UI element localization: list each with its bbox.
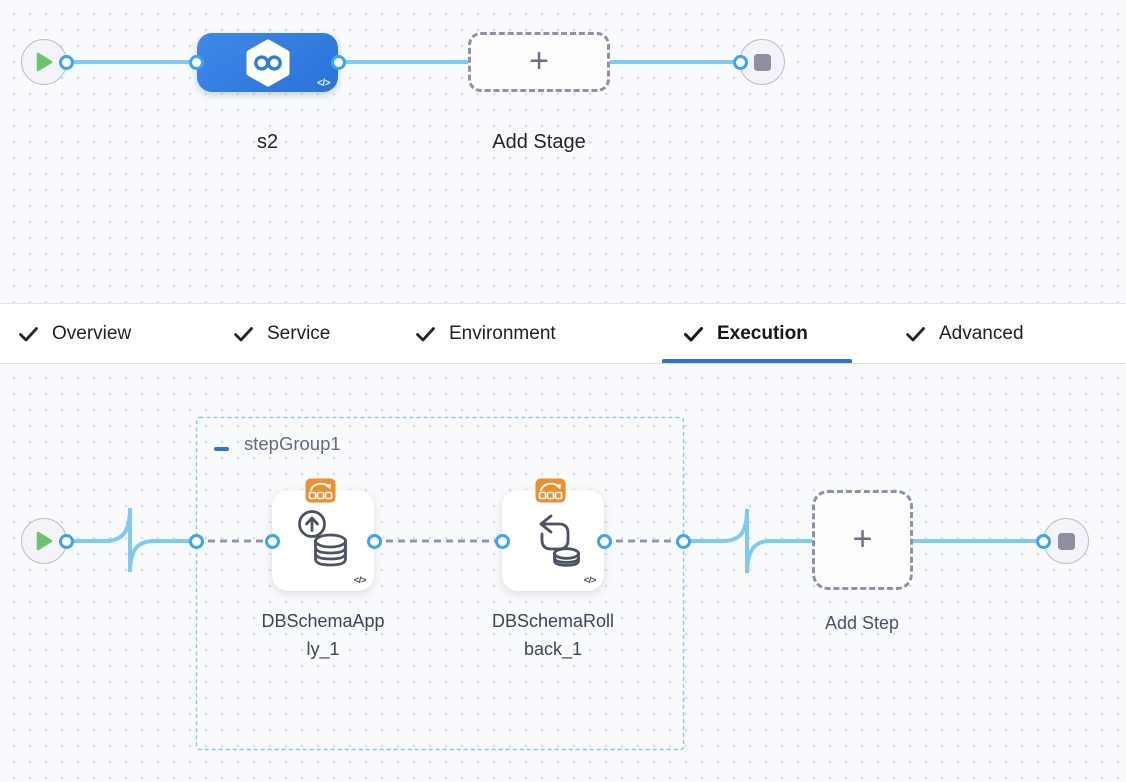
- code-toggle-icon[interactable]: </>: [317, 78, 330, 89]
- db-schema-apply-icon: [298, 510, 347, 567]
- tab-label: Environment: [449, 322, 556, 344]
- connector-port: [188, 533, 204, 549]
- connector-port: [188, 54, 204, 70]
- plus-icon: +: [852, 519, 873, 558]
- harness-cd-stage-icon: [246, 39, 289, 86]
- db-schema-rollback-icon: [539, 514, 580, 567]
- step-label-dbschemarollback: DBSchemaRollback_1: [491, 611, 615, 659]
- check-icon: [906, 326, 925, 341]
- tab-environment[interactable]: Environment: [415, 304, 556, 363]
- connector-port: [330, 54, 346, 70]
- stage-end-node: [739, 39, 785, 85]
- check-icon: [416, 326, 435, 341]
- check-icon: [234, 326, 253, 341]
- step-group-name: stepGroup1: [244, 433, 341, 454]
- looping-strategy-badge: [535, 478, 566, 503]
- connector-port: [494, 533, 510, 549]
- play-icon: [36, 531, 53, 551]
- step-node-dbschemaapply[interactable]: </>: [272, 478, 374, 591]
- stop-icon: [753, 53, 771, 71]
- add-step-label: Add Step: [824, 613, 900, 633]
- check-icon: [684, 326, 703, 341]
- tab-overview[interactable]: Overview: [18, 304, 131, 363]
- tab-advanced[interactable]: Advanced: [905, 304, 1024, 363]
- looping-strategy-badge: [305, 478, 336, 503]
- tab-label: Service: [267, 322, 331, 344]
- connector-port: [58, 533, 74, 549]
- tab-label: Overview: [52, 322, 132, 344]
- step-node-dbschemarollback[interactable]: </>: [502, 478, 604, 591]
- check-icon: [19, 326, 38, 341]
- connector-port: [675, 533, 691, 549]
- add-stage-button[interactable]: +: [468, 32, 610, 92]
- connector-port: [732, 54, 748, 70]
- execution-end-node: [1043, 518, 1089, 564]
- tab-label: Advanced: [939, 322, 1024, 344]
- stage-label: s2: [256, 131, 279, 153]
- stage-config-tabbar: Overview Service Environment Execution A: [0, 303, 1126, 364]
- connector-port: [596, 533, 612, 549]
- stage-canvas: </> + s2 Add Stage: [0, 0, 1126, 303]
- plus-icon: +: [529, 41, 549, 80]
- tab-service[interactable]: Service: [233, 304, 330, 363]
- tab-label: Execution: [717, 322, 808, 344]
- active-tab-underline: [662, 359, 852, 363]
- tab-execution[interactable]: Execution: [683, 304, 808, 363]
- stage-node-s2[interactable]: </>: [197, 33, 338, 92]
- code-toggle-icon[interactable]: </>: [583, 575, 597, 586]
- step-group-header[interactable]: stepGroup1: [214, 433, 341, 455]
- play-icon: [36, 52, 53, 72]
- stop-icon: [1057, 532, 1075, 550]
- code-toggle-icon[interactable]: </>: [353, 575, 367, 586]
- connector-port: [1035, 533, 1051, 549]
- add-stage-label: Add Stage: [492, 131, 586, 153]
- collapse-group-icon[interactable]: [214, 447, 229, 451]
- add-step-button[interactable]: +: [812, 490, 913, 590]
- execution-canvas: stepGroup1: [0, 364, 1126, 782]
- connector-port: [366, 533, 382, 549]
- connector-port: [264, 533, 280, 549]
- step-label-dbschemaapply: DBSchemaApply_1: [261, 611, 385, 659]
- connector-port: [58, 54, 74, 70]
